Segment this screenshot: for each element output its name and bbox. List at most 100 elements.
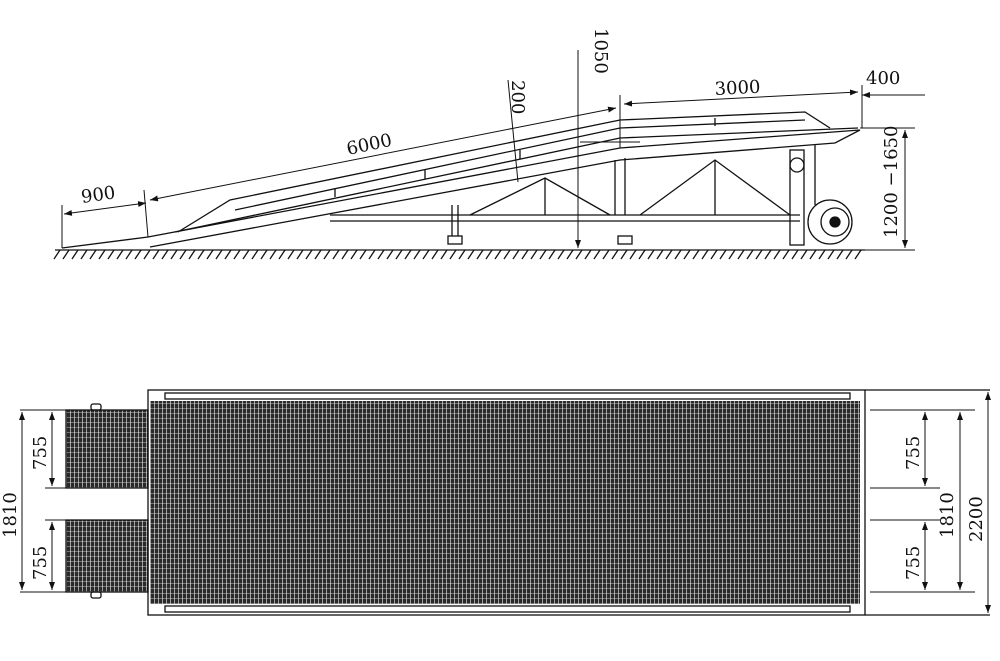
wheel xyxy=(807,199,853,245)
hatch-line xyxy=(575,249,583,260)
dim-ramp-length: 6000 xyxy=(345,130,394,160)
hatch-line xyxy=(179,249,187,260)
side-rail-bottom xyxy=(164,605,851,613)
hatch-line xyxy=(629,249,637,260)
hatch-line xyxy=(197,249,205,260)
dim-height-range: 1200 −1650 xyxy=(881,126,902,238)
hatch-line xyxy=(845,249,853,260)
dim-left-lip-bottom: 755 xyxy=(30,546,51,580)
hatch-line xyxy=(494,249,502,260)
hatch-line xyxy=(674,249,682,260)
dim-overall-width: 2200 xyxy=(966,496,987,542)
hatch-line xyxy=(530,249,538,260)
top-view xyxy=(65,389,990,616)
dim-overhang: 400 xyxy=(866,68,900,89)
hatch-line xyxy=(710,249,718,260)
dim-right-total: 1810 xyxy=(937,492,958,538)
hatch-line xyxy=(836,249,844,260)
hatch-line xyxy=(314,249,322,260)
hatch-line xyxy=(485,249,493,260)
hatch-line xyxy=(287,249,295,260)
hatch-line xyxy=(521,249,529,260)
hatch-line xyxy=(269,249,277,260)
hatch-line xyxy=(611,249,619,260)
hatch-line xyxy=(395,249,403,260)
hatch-line xyxy=(233,249,241,260)
hatch-line xyxy=(305,249,313,260)
hatch-line xyxy=(692,249,700,260)
dim-beam-height: 200 xyxy=(507,80,528,114)
hatch-line xyxy=(422,249,430,260)
hatch-line xyxy=(620,249,628,260)
hatch-line xyxy=(746,249,754,260)
hatch-line xyxy=(107,249,115,260)
lip-mesh-top xyxy=(66,410,148,488)
lip xyxy=(61,236,149,249)
dim-rise: 1050 xyxy=(590,28,611,74)
hatch-line xyxy=(359,249,367,260)
hatch-line xyxy=(170,249,178,260)
side-view xyxy=(53,111,865,260)
ground-hatch xyxy=(53,249,862,260)
hatch-line xyxy=(539,249,547,260)
hatch-line xyxy=(548,249,556,260)
hatch-line xyxy=(854,249,862,260)
hatch-line xyxy=(593,249,601,260)
hatch-line xyxy=(251,249,259,260)
hatch-line xyxy=(719,249,727,260)
hatch-line xyxy=(71,249,79,260)
hatch-line xyxy=(782,249,790,260)
hatch-line xyxy=(764,249,772,260)
hatch-line xyxy=(143,249,151,260)
hatch-line xyxy=(647,249,655,260)
hatch-line xyxy=(449,249,457,260)
hatch-line xyxy=(278,249,286,260)
hatch-line xyxy=(296,249,304,260)
hatch-line xyxy=(134,249,142,260)
dim-platform-length: 3000 xyxy=(714,77,761,100)
hatch-line xyxy=(89,249,97,260)
hatch-line xyxy=(377,249,385,260)
leg-foot xyxy=(617,235,633,245)
lip-mesh-bottom xyxy=(66,520,148,592)
hatch-line xyxy=(125,249,133,260)
hatch-line xyxy=(476,249,484,260)
hatch-line xyxy=(737,249,745,260)
dim-lip-length: 900 xyxy=(80,182,117,208)
hatch-line xyxy=(458,249,466,260)
hatch-line xyxy=(224,249,232,260)
hatch-line xyxy=(116,249,124,260)
hatch-line xyxy=(773,249,781,260)
lip-top xyxy=(65,409,149,489)
hatch-line xyxy=(809,249,817,260)
deck-outline xyxy=(147,389,866,616)
hatch-line xyxy=(602,249,610,260)
hatch-line xyxy=(431,249,439,260)
hatch-line xyxy=(323,249,331,260)
hatch-line xyxy=(755,249,763,260)
dim-left-total: 1810 xyxy=(0,492,21,538)
hatch-line xyxy=(368,249,376,260)
hatch-line xyxy=(404,249,412,260)
hatch-line xyxy=(188,249,196,260)
hatch-line xyxy=(341,249,349,260)
hatch-line xyxy=(242,249,250,260)
top-dimensions xyxy=(19,392,991,613)
curb xyxy=(174,127,859,233)
side-rail-top xyxy=(164,392,851,400)
hatch-line xyxy=(791,249,799,260)
dim-left-lip-top: 755 xyxy=(30,436,51,470)
hatch-line xyxy=(827,249,835,260)
hatch-line xyxy=(206,249,214,260)
deck-bottom xyxy=(149,129,861,248)
hatch-line xyxy=(386,249,394,260)
side-dimensions xyxy=(61,50,925,251)
hatch-line xyxy=(557,249,565,260)
hatch-line xyxy=(332,249,340,260)
hatch-line xyxy=(440,249,448,260)
hatch-line xyxy=(413,249,421,260)
hatch-line xyxy=(701,249,709,260)
hatch-line xyxy=(80,249,88,260)
hatch-line xyxy=(350,249,358,260)
hatch-line xyxy=(584,249,592,260)
